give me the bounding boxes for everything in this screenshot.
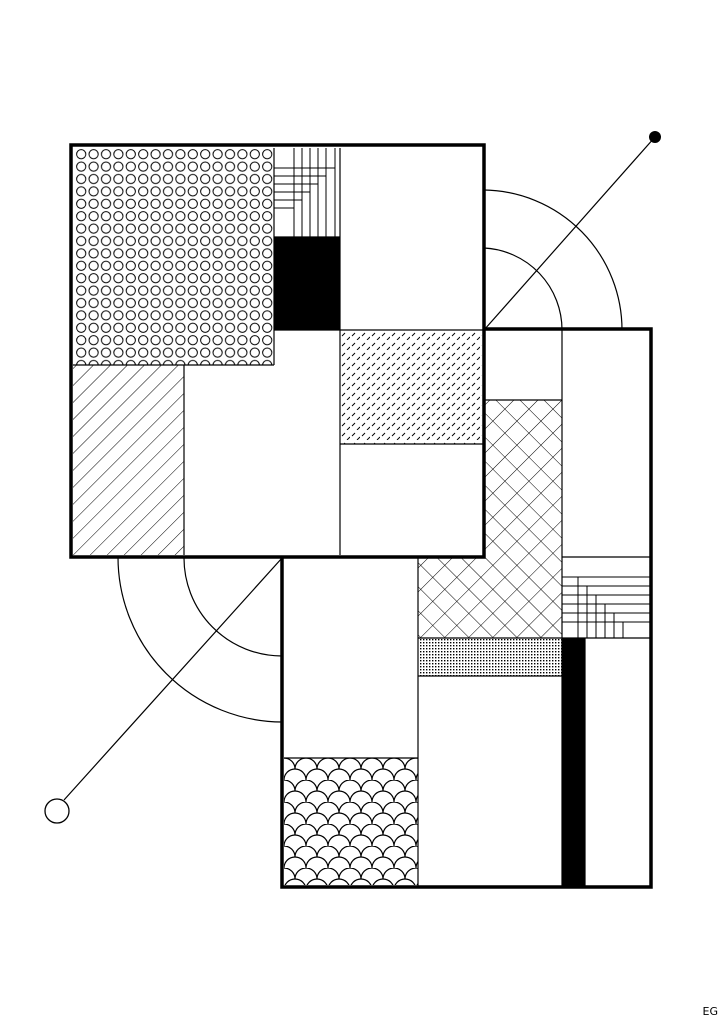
circle-grid-block [75, 148, 274, 365]
diagonal-line-bottom [63, 557, 283, 801]
dot-hollow-bottom [44, 798, 70, 824]
arcs-bottom-left [117, 556, 283, 723]
square-top-left [69, 143, 486, 559]
line-corner-motif-right [562, 576, 651, 638]
scales-block [284, 758, 418, 885]
black-square [274, 237, 340, 330]
fine-dots-block [418, 638, 562, 676]
diagonal-stripes-block [73, 365, 184, 555]
black-bar-vertical [562, 638, 585, 887]
dash-texture-block [340, 330, 482, 444]
dot-filled-top [649, 131, 661, 143]
arcs-top-right [483, 189, 623, 331]
line-corner-motif-top [274, 148, 336, 237]
artist-signature: EG [702, 1005, 718, 1018]
diagonal-line-top [483, 136, 656, 331]
